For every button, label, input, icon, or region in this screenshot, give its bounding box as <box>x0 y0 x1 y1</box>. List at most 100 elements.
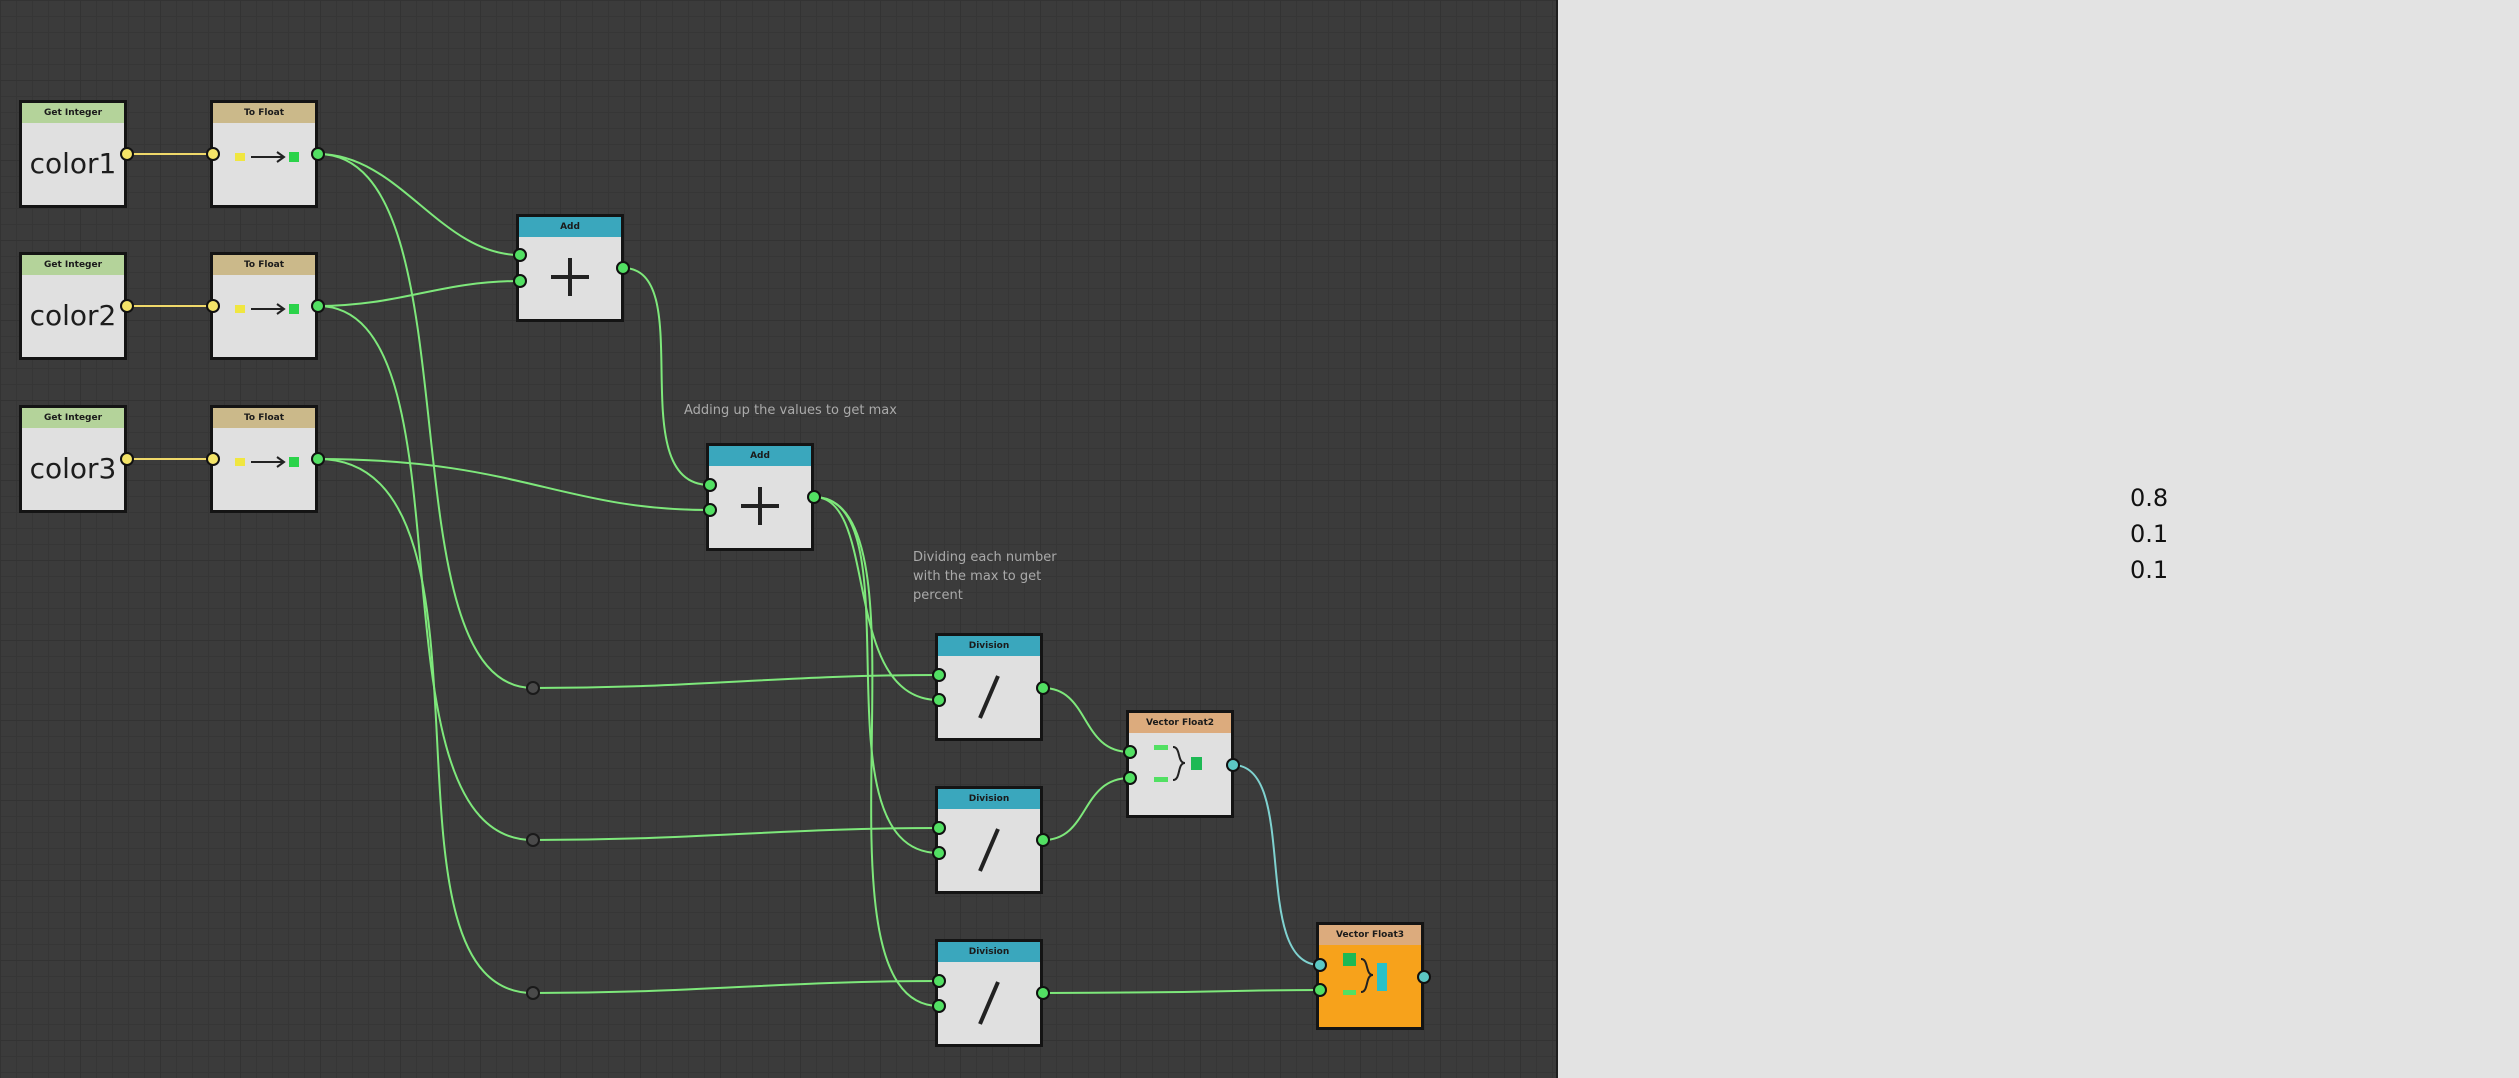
wire-reroute3-div3 <box>532 980 940 994</box>
input-port[interactable] <box>932 821 946 835</box>
node-title: Add <box>519 217 621 237</box>
output-port[interactable] <box>311 299 325 313</box>
int-to-float-icon <box>213 275 315 357</box>
wire-float3-add2 <box>317 458 711 511</box>
output-port[interactable] <box>807 490 821 504</box>
output-port[interactable] <box>120 147 134 161</box>
division-node-2[interactable]: Division <box>935 786 1043 894</box>
node-title: Division <box>938 636 1040 656</box>
reroute-node[interactable] <box>526 833 540 847</box>
node-title: To Float <box>213 408 315 428</box>
add-node-2[interactable]: Add <box>706 443 814 551</box>
to-float-node-2[interactable]: To Float <box>210 252 318 360</box>
input-port[interactable] <box>1313 958 1327 972</box>
output-port[interactable] <box>311 147 325 161</box>
add-node-1[interactable]: Add <box>516 214 624 322</box>
plus-icon <box>519 237 621 319</box>
division-node-1[interactable]: Division <box>935 633 1043 741</box>
input-port[interactable] <box>932 668 946 682</box>
input-port[interactable] <box>932 693 946 707</box>
input-port[interactable] <box>1123 771 1137 785</box>
wire-div2-vec2 <box>1042 777 1131 841</box>
output-port[interactable] <box>1417 970 1431 984</box>
node-title: Get Integer <box>22 103 124 123</box>
input-port[interactable] <box>932 999 946 1013</box>
input-port[interactable] <box>932 846 946 860</box>
wire-float1-add1 <box>317 153 521 256</box>
to-float-node-3[interactable]: To Float <box>210 405 318 513</box>
input-port[interactable] <box>1313 983 1327 997</box>
wire-div1-vec2 <box>1042 687 1131 753</box>
comment-line: percent <box>913 588 963 603</box>
node-title: Get Integer <box>22 255 124 275</box>
node-title: Division <box>938 942 1040 962</box>
input-port[interactable] <box>703 478 717 492</box>
to-float-node-1[interactable]: To Float <box>210 100 318 208</box>
get-integer-node-3[interactable]: Get Integer color3 <box>19 405 127 513</box>
result-value-1: 0.8 <box>2130 484 2169 512</box>
wire-reroute1-div1 <box>532 674 940 689</box>
node-title: Division <box>938 789 1040 809</box>
output-port[interactable] <box>616 261 630 275</box>
divide-icon <box>938 656 1040 738</box>
wire-add2-div2 <box>813 496 940 854</box>
node-title: Get Integer <box>22 408 124 428</box>
wire-float3-reroute3 <box>317 458 534 994</box>
input-port[interactable] <box>1123 745 1137 759</box>
input-port[interactable] <box>206 299 220 313</box>
int-to-float-icon <box>213 428 315 510</box>
input-port[interactable] <box>206 147 220 161</box>
wire-vec2-vec3 <box>1232 764 1321 966</box>
panel-divider[interactable] <box>1556 0 1558 1078</box>
result-value-2: 0.1 <box>2130 520 2169 548</box>
wire-layer <box>126 153 1321 1007</box>
divide-icon <box>938 809 1040 891</box>
wire-add1-add2 <box>622 267 711 486</box>
output-port[interactable] <box>120 452 134 466</box>
plus-icon <box>709 466 811 548</box>
input-port[interactable] <box>513 274 527 288</box>
result-values: 0.8 0.1 0.1 <box>2130 480 2168 588</box>
input-port[interactable] <box>932 974 946 988</box>
wire-reroute2-div2 <box>532 827 940 841</box>
output-port[interactable] <box>1226 758 1240 772</box>
vector-float3-node[interactable]: Vector Float3 <box>1316 922 1424 1030</box>
vector-float2-node[interactable]: Vector Float2 <box>1126 710 1234 818</box>
comment-line: with the max to get <box>913 569 1042 584</box>
variable-name: color2 <box>29 299 117 332</box>
node-title: To Float <box>213 103 315 123</box>
comment-add: Adding up the values to get max <box>684 403 897 418</box>
wire-add2-div1 <box>813 496 940 701</box>
output-port[interactable] <box>1036 681 1050 695</box>
output-panel <box>1558 0 2519 1078</box>
reroute-node[interactable] <box>526 986 540 1000</box>
output-port[interactable] <box>311 452 325 466</box>
input-port[interactable] <box>206 452 220 466</box>
combine-float2-icon <box>1129 733 1231 815</box>
comment-division: Dividing each number with the max to get… <box>913 548 1057 605</box>
input-port[interactable] <box>513 248 527 262</box>
result-value-3: 0.1 <box>2130 556 2169 584</box>
divide-icon <box>938 962 1040 1044</box>
node-title: Add <box>709 446 811 466</box>
node-graph-canvas[interactable]: Get Integer color1 To Float Get Integer … <box>0 0 1556 1078</box>
node-title: To Float <box>213 255 315 275</box>
node-title: Vector Float2 <box>1129 713 1231 733</box>
int-to-float-icon <box>213 123 315 205</box>
get-integer-node-2[interactable]: Get Integer color2 <box>19 252 127 360</box>
variable-name: color1 <box>29 147 117 180</box>
wire-add2-div3 <box>813 496 940 1007</box>
output-port[interactable] <box>1036 833 1050 847</box>
input-port[interactable] <box>703 503 717 517</box>
output-port[interactable] <box>120 299 134 313</box>
combine-float3-icon <box>1319 945 1421 1027</box>
comment-line: Dividing each number <box>913 550 1057 565</box>
wire-div3-vec3 <box>1042 989 1321 994</box>
output-port[interactable] <box>1036 986 1050 1000</box>
reroute-node[interactable] <box>526 681 540 695</box>
node-title: Vector Float3 <box>1319 925 1421 945</box>
variable-name: color3 <box>29 452 117 485</box>
division-node-3[interactable]: Division <box>935 939 1043 1047</box>
wire-float1-reroute1 <box>317 153 534 689</box>
get-integer-node-1[interactable]: Get Integer color1 <box>19 100 127 208</box>
